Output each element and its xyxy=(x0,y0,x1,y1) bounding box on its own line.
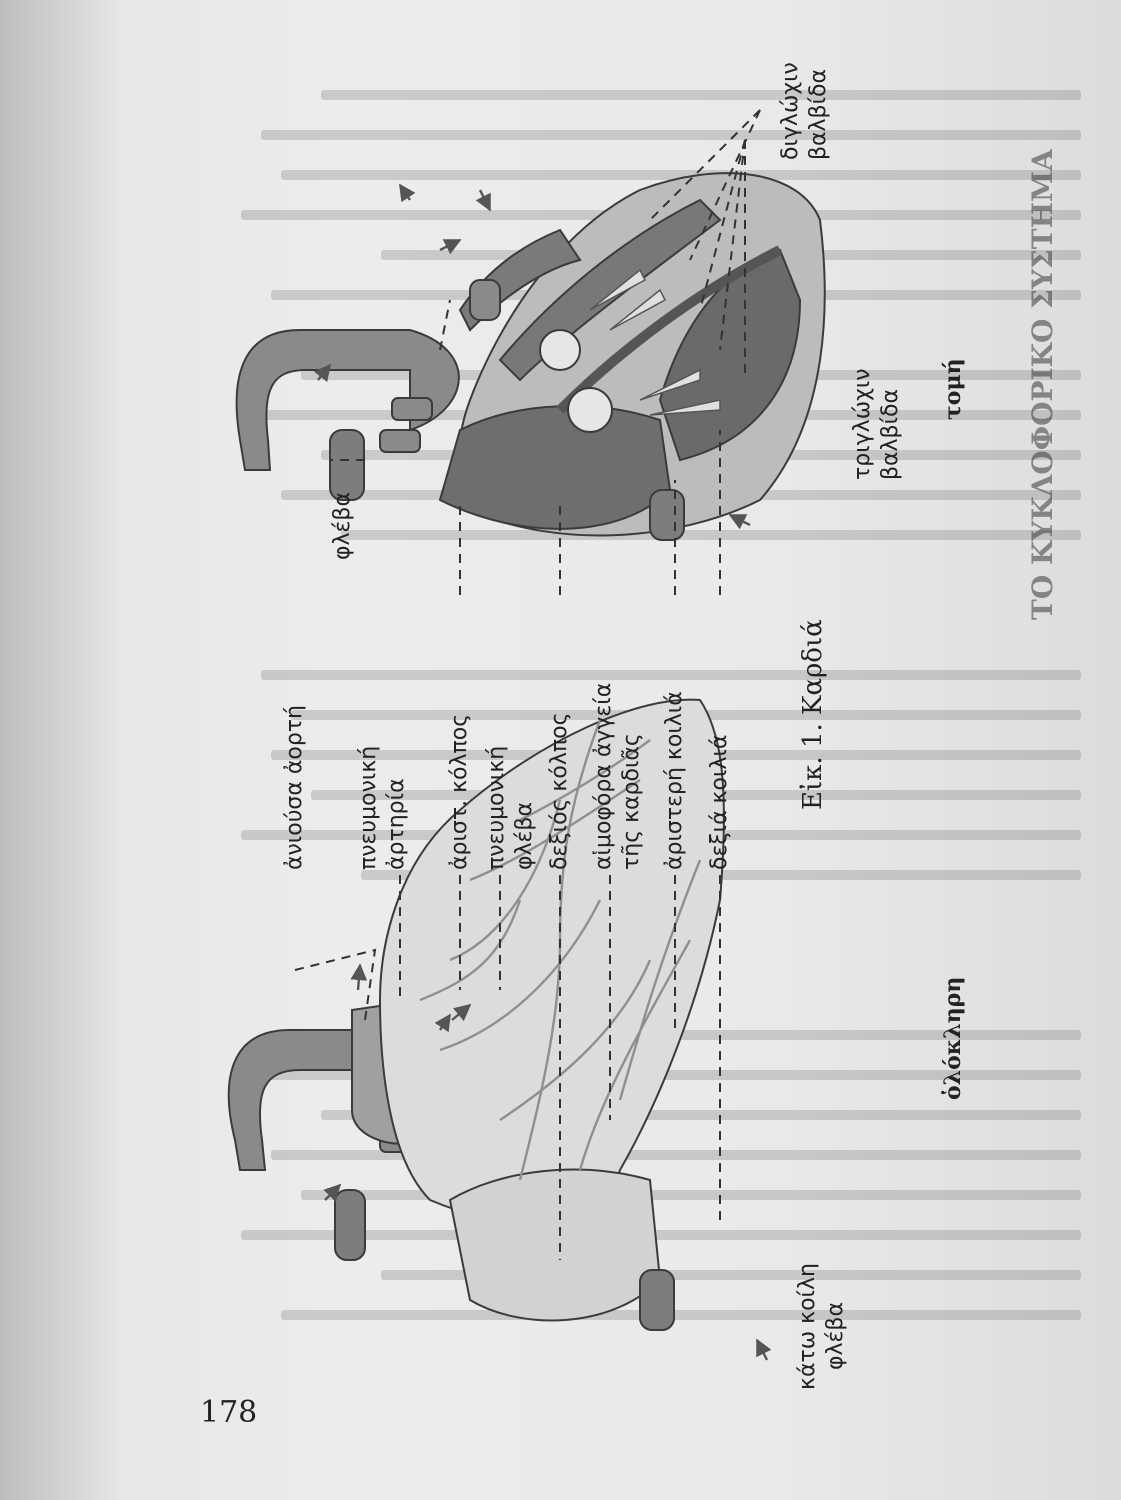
label-pulmonary-artery-line2: ἀρτηρία xyxy=(384,778,409,870)
inferior-vena-cava xyxy=(639,1269,675,1331)
whole-heart xyxy=(227,698,725,1331)
superior-vena-cava xyxy=(334,1189,366,1261)
label-coronary-vessels-line1: αἱμοφόρα ἀγγεία xyxy=(591,682,616,870)
label-ascending-aorta: ἀνιούσα ἀορτή xyxy=(282,705,307,870)
label-tricuspid-valve-line1: τριγλώχιν xyxy=(850,368,875,480)
section-leader-lines xyxy=(330,109,761,595)
section-superior-vena-cava xyxy=(329,429,365,501)
label-vein: φλέβα xyxy=(330,492,355,560)
right-atrium xyxy=(448,1168,662,1322)
section-heading-fragment: ΤΟ ΚΥΚΛΟΦΟΡΙΚΟ ΣΥΣΤΗΜΑ xyxy=(1026,149,1059,620)
label-right-atrium: δεξιός κόλπος xyxy=(547,712,572,871)
label-right-ventricle: δεξιά κοιλιά xyxy=(707,734,732,870)
section-arch-branch-1 xyxy=(391,397,433,421)
label-pulmonary-vein-line1: πνευμονική xyxy=(484,745,509,870)
figure-caption: Εἰκ. 1. Καρδιά xyxy=(798,619,828,810)
label-pulmonary-vein-line2: φλέβα xyxy=(512,802,537,870)
section-septum xyxy=(556,245,783,414)
heart-section xyxy=(235,172,826,541)
label-view-whole: ὁλόκληρη xyxy=(940,976,966,1100)
label-left-ventricle: ἀριστερή κοιλιά xyxy=(662,691,687,870)
label-inferior-vena-cava-line1: κάτω κοίλη xyxy=(795,1263,820,1390)
label-left-atrium: ἀριστ. κόλπος xyxy=(447,713,472,870)
label-pulmonary-artery-line1: πνευμονική xyxy=(356,745,381,870)
valve-leaflets xyxy=(589,268,721,416)
section-arch-branch-2 xyxy=(379,429,421,453)
section-inferior-vena-cava xyxy=(649,489,685,541)
heart-body xyxy=(378,698,725,1224)
label-coronary-vessels-line2: τῆς καρδιᾶς xyxy=(619,733,644,870)
coronary-vessels xyxy=(419,719,702,1181)
label-bicuspid-valve-line1: διγλώχιν xyxy=(778,62,803,160)
page-gutter-shadow xyxy=(0,0,120,1500)
section-pulmonary-vein xyxy=(469,279,501,321)
aortic-valve xyxy=(567,387,613,433)
section-aorta xyxy=(235,329,460,471)
whole-heart-leader-lines xyxy=(294,875,721,1260)
section-flow-arrows xyxy=(313,183,751,530)
pulmonary-valve xyxy=(539,329,581,371)
whole-heart-flow-arrows xyxy=(323,963,772,1361)
label-view-section: τομή xyxy=(940,358,966,420)
label-inferior-vena-cava-line2: φλέβα xyxy=(823,1302,848,1370)
label-bicuspid-valve-line2: βαλβίδα xyxy=(806,68,831,160)
page-number: 178 xyxy=(200,1395,258,1430)
label-tricuspid-valve-line2: βαλβίδα xyxy=(878,388,903,480)
section-right-atrium xyxy=(438,405,672,530)
